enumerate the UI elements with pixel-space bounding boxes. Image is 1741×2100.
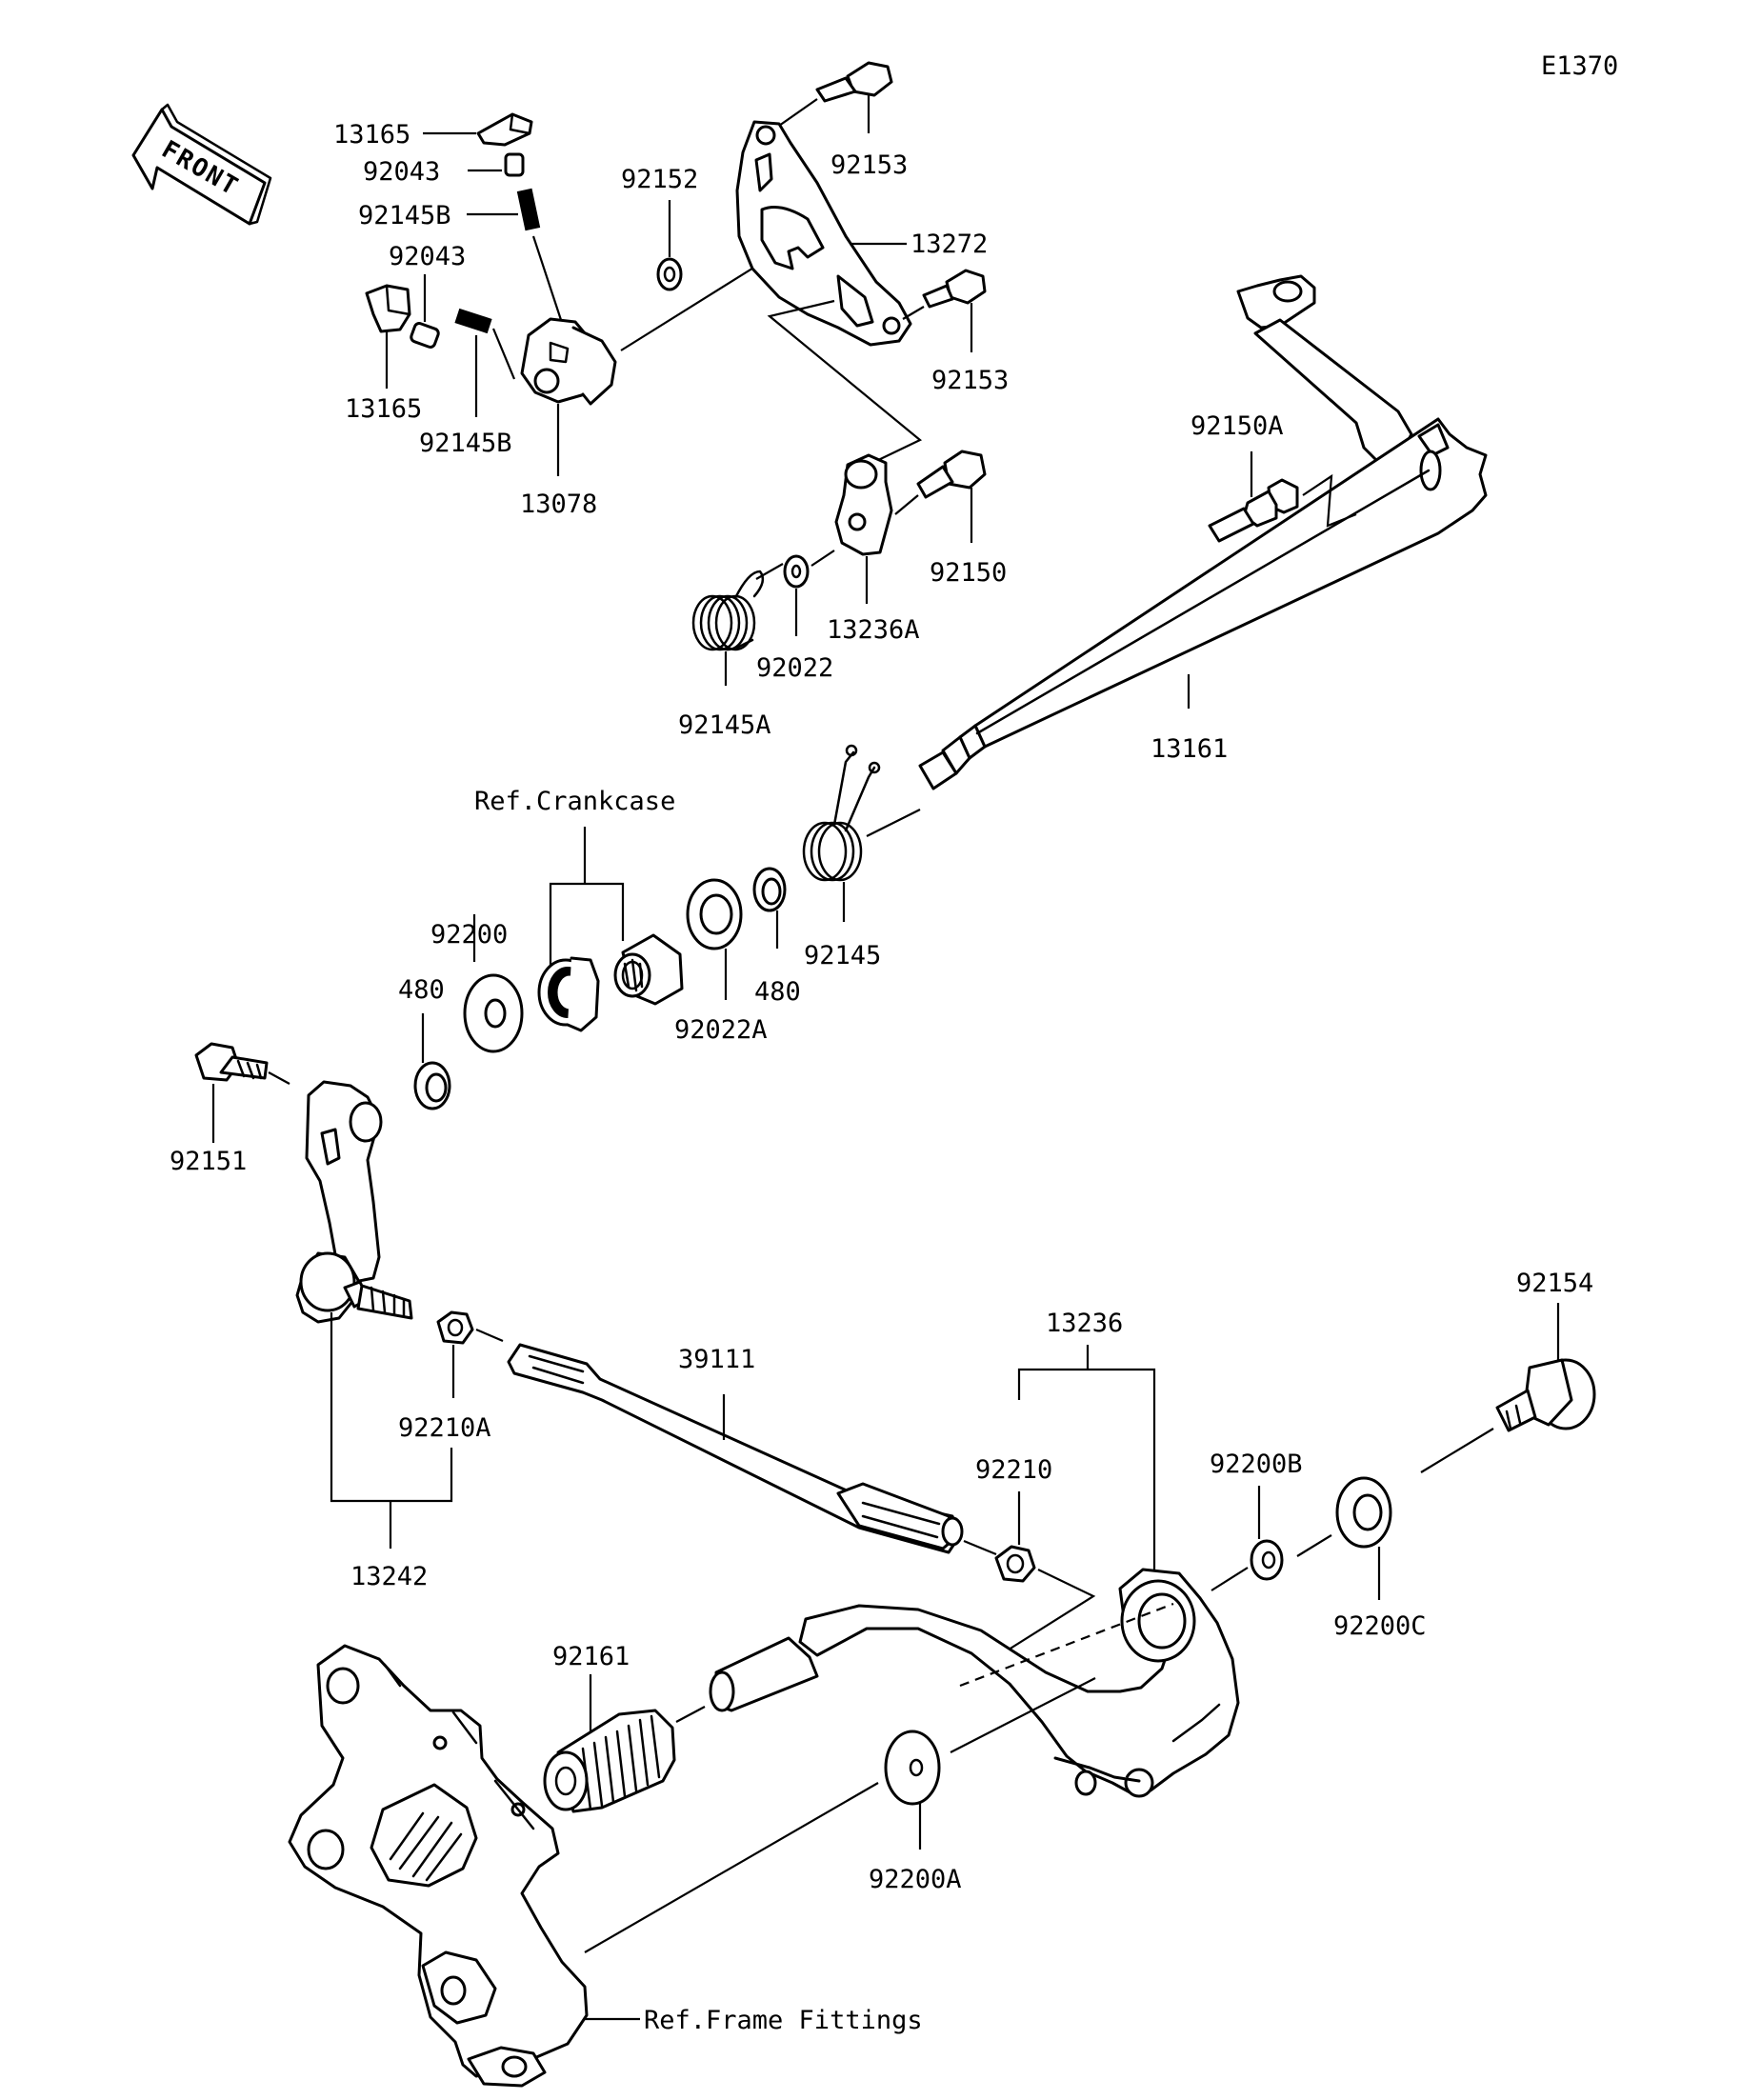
bolt-92151	[194, 1042, 269, 1082]
washer-92022A	[686, 878, 743, 950]
front-arrow-icon: FRONT	[131, 103, 272, 226]
label-92154: 92154	[1516, 1269, 1593, 1298]
circlip-480-right	[752, 867, 787, 912]
label-92145B-mid: 92145B	[419, 429, 512, 458]
rubber-92161	[543, 1709, 676, 1813]
bolt-92153-mid	[922, 269, 987, 309]
washer-92200A	[884, 1730, 941, 1806]
label-13242: 13242	[350, 1562, 428, 1591]
label-92150A: 92150A	[1191, 411, 1284, 441]
label-ref-crankcase: Ref.Crankcase	[474, 787, 675, 816]
label-92153-top: 92153	[830, 150, 908, 180]
arm-13242	[295, 1080, 413, 1324]
label-92200A: 92200A	[869, 1865, 962, 1894]
shaft-13161	[918, 274, 1488, 790]
washer-92200C	[1335, 1476, 1392, 1549]
part-92152-collar	[656, 257, 683, 291]
bolt-92154	[1495, 1358, 1596, 1432]
label-480-right: 480	[754, 977, 801, 1007]
label-92200B: 92200B	[1210, 1450, 1303, 1479]
spring-92145B-mid	[454, 308, 492, 334]
part-13165-mid	[365, 284, 411, 333]
label-39111: 39111	[678, 1345, 755, 1374]
part-13078-cam	[520, 317, 617, 406]
label-92151: 92151	[170, 1147, 247, 1176]
bolt-92150	[916, 450, 987, 499]
diagram-code: E1370	[1541, 51, 1618, 81]
label-92145: 92145	[804, 941, 881, 970]
part-13165-top	[476, 112, 533, 147]
rod-39111	[507, 1343, 964, 1554]
label-92043-top: 92043	[363, 157, 440, 187]
label-92022: 92022	[756, 653, 833, 683]
bolt-92153-top	[815, 61, 893, 103]
pedal-lever-13236	[709, 1568, 1240, 1798]
oil-seal	[537, 956, 600, 1032]
label-480-left: 480	[398, 975, 445, 1005]
label-13236A: 13236A	[827, 615, 920, 645]
bearing-needle	[613, 933, 684, 1006]
label-92145B-top: 92145B	[358, 201, 451, 230]
washer-92200B	[1250, 1539, 1284, 1581]
spring-92145A	[691, 570, 765, 651]
washer-92022	[783, 554, 810, 589]
label-92200: 92200	[430, 920, 508, 950]
label-92153-mid: 92153	[931, 366, 1009, 395]
washer-92200	[463, 973, 524, 1053]
part-92043-mid	[410, 322, 440, 349]
part-92043-top	[504, 152, 525, 177]
label-92152: 92152	[621, 165, 698, 194]
label-92145A: 92145A	[678, 710, 771, 740]
label-13078: 13078	[520, 490, 597, 519]
footrest-bracket	[288, 1644, 589, 2088]
spring-92145B-top	[516, 188, 541, 231]
part-13272-plate	[735, 120, 912, 347]
label-92150: 92150	[930, 558, 1007, 588]
label-92161: 92161	[552, 1642, 630, 1671]
label-ref-frame-fittings: Ref.Frame Fittings	[644, 2006, 923, 2035]
label-92210: 92210	[975, 1455, 1052, 1485]
label-92200C: 92200C	[1333, 1611, 1427, 1641]
label-92043-mid: 92043	[389, 242, 466, 271]
part-13236A-arm	[834, 453, 893, 556]
nut-92210	[994, 1545, 1036, 1583]
bolt-92150A	[1208, 478, 1299, 543]
spring-92145	[802, 744, 881, 882]
nut-92210A	[436, 1310, 474, 1345]
label-92210A: 92210A	[398, 1413, 491, 1443]
circlip-480-left	[413, 1061, 451, 1110]
label-13165-top: 13165	[333, 120, 410, 150]
label-13165-mid: 13165	[345, 394, 422, 424]
label-92022A: 92022A	[674, 1015, 768, 1045]
label-13236: 13236	[1046, 1309, 1123, 1338]
label-13272: 13272	[911, 230, 988, 259]
label-13161: 13161	[1151, 734, 1228, 764]
